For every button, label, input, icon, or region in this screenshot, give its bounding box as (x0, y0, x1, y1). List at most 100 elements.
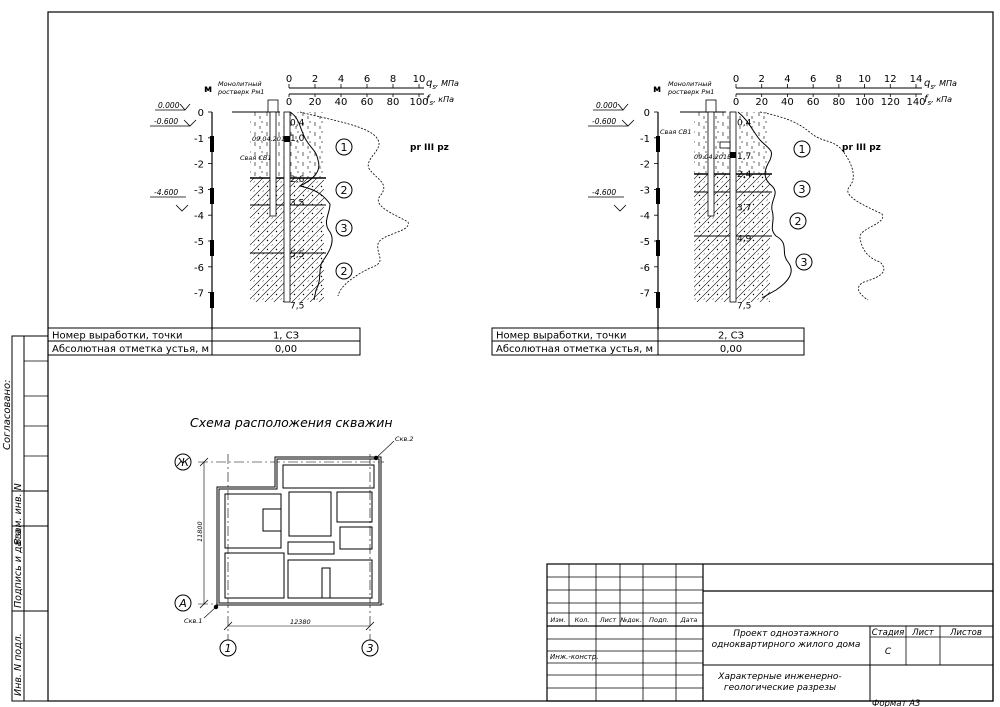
sample-depth-label: 7,5 (737, 302, 751, 312)
qs-tick-label: 10 (413, 74, 426, 85)
elevation-mark: -0.600 (592, 117, 616, 126)
pile-cap-label: ростверк Рм1 (667, 88, 714, 96)
qs-curve (289, 111, 333, 301)
layer-number: 3 (801, 256, 808, 269)
depth-unit-label: м (204, 84, 212, 95)
qs-tick-label: 0 (286, 74, 292, 85)
depth-tick-label: -2 (194, 160, 204, 171)
depth-scale: 0-1-2-3-4-5-6-7 (640, 108, 658, 300)
title-block-header: Дата (680, 616, 698, 624)
qs-tick-label: 4 (784, 74, 790, 85)
side-stamp: Согласовано: Взам. инв. N Подпись и дата… (2, 335, 49, 702)
depth-tick-label: -5 (640, 237, 650, 248)
layer-number: 1 (799, 143, 806, 156)
elev-row-label: Абсолютная отметка устья, м (52, 344, 209, 355)
stamp-inv-replace: Взам. инв. N (13, 483, 24, 545)
depth-tick-label: -5 (194, 237, 204, 248)
depth-tick-label: -7 (640, 289, 650, 300)
depth-unit-label: м (653, 84, 661, 95)
stratum-label: pr III pz (410, 143, 449, 153)
qs-tick-label: 2 (759, 74, 765, 85)
fs-tick-label: 20 (309, 97, 322, 108)
qs-tick-label: 12 (884, 74, 897, 85)
sheet-label: Лист (911, 628, 935, 638)
pile-label: Свая СВ1 (660, 128, 691, 136)
fs-tick-label: 80 (832, 97, 845, 108)
sample-depth-label: 7,5 (290, 302, 304, 312)
depth-scale: 0-1-2-3-4-5-6-7 (194, 108, 212, 300)
fs-tick-label: 100 (855, 97, 874, 108)
stamp-sign-date: Подпись и дата (13, 529, 24, 608)
borehole-table: Номер выработки, точки 2, СЗ Абсолютная … (491, 327, 805, 356)
axis-label-left: 1 (225, 642, 232, 655)
sample-depth-label: 2,4 (737, 170, 752, 180)
sample-depth-label: 1,0 (290, 134, 305, 144)
well-2-label: Скв.2 (395, 435, 414, 443)
point-row-label: Номер выработки, точки (496, 331, 627, 342)
pile-cap-label: Монолитный (218, 80, 262, 88)
fs-tick-label: 20 (755, 97, 768, 108)
sheets-label: Листов (949, 628, 982, 638)
qs-tick-label: 4 (338, 74, 344, 85)
depth-tick-label: -3 (194, 185, 204, 196)
borehole-table: Номер выработки, точки 1, СЗ Абсолютная … (47, 327, 361, 356)
sample-depth-label: 2,6 (290, 175, 305, 185)
sheet-title: Характерные инженерно- (717, 672, 841, 682)
qs-axis-name: qs, МПа (924, 78, 957, 91)
depth-tick-label: -4 (640, 211, 650, 222)
title-block-header: Изм. (550, 616, 565, 624)
depth-tick-label: -1 (194, 134, 204, 145)
scheme-title: Схема расположения скважин (190, 415, 393, 430)
fs-tick-label: 40 (781, 97, 794, 108)
well-1-label: Скв.1 (184, 617, 203, 625)
depth-tick-label: 0 (644, 108, 650, 119)
sheet-title: геологические разрезы (724, 683, 836, 693)
point-value: 2, СЗ (718, 331, 744, 342)
fs-tick-label: 100 (409, 97, 428, 108)
elevation-mark: -0.600 (154, 117, 178, 126)
elev-row-label: Абсолютная отметка устья, м (496, 344, 653, 355)
layer-number: 2 (341, 265, 348, 278)
point-value: 1, СЗ (273, 331, 299, 342)
layer-number: 3 (799, 183, 806, 196)
survey-date: 09.04.2015 (694, 153, 731, 161)
qs-tick-label: 8 (836, 74, 842, 85)
project-title: Проект одноэтажного (733, 629, 839, 639)
depth-tick-label: -3 (640, 185, 650, 196)
title-block-header: Лист (599, 616, 617, 624)
fs-tick-label: 140 (906, 97, 925, 108)
elevation-mark: 0.000 (596, 101, 618, 110)
qs-curve (737, 111, 792, 299)
fs-axis-name: fs, кПа (426, 94, 454, 107)
pile-cap-label: ростверк Рм1 (217, 88, 264, 96)
sample-depth-label: 5,5 (290, 250, 304, 260)
qs-tick-label: 10 (858, 74, 871, 85)
layer-number-markers: 1 2 3 2 (335, 138, 353, 280)
sample-depth-label: 3,7 (737, 203, 751, 213)
elev-value: 0,00 (720, 344, 742, 355)
project-title: одноквартирного жилого дома (712, 640, 861, 650)
fs-tick-label: 60 (361, 97, 374, 108)
fs-tick-label: 120 (881, 97, 900, 108)
title-block-header: Подп. (649, 616, 669, 624)
depth-tick-label: -2 (640, 160, 650, 171)
axis-label-right: 3 (367, 642, 374, 655)
fs-curve (299, 111, 409, 297)
layer-number: 2 (341, 184, 348, 197)
survey-date: 09.04.2015 (252, 135, 289, 143)
role-label: Инж.-констр. (550, 653, 599, 661)
elevation-markers: 0.000 -0.600 -4.600 (150, 101, 197, 212)
elevation-mark: 0.000 (158, 101, 180, 110)
depth-tick-label: -4 (194, 211, 204, 222)
depth-tick-label: -6 (194, 263, 204, 274)
title-block-header: Кол. (575, 616, 590, 624)
qs-tick-label: 0 (733, 74, 739, 85)
